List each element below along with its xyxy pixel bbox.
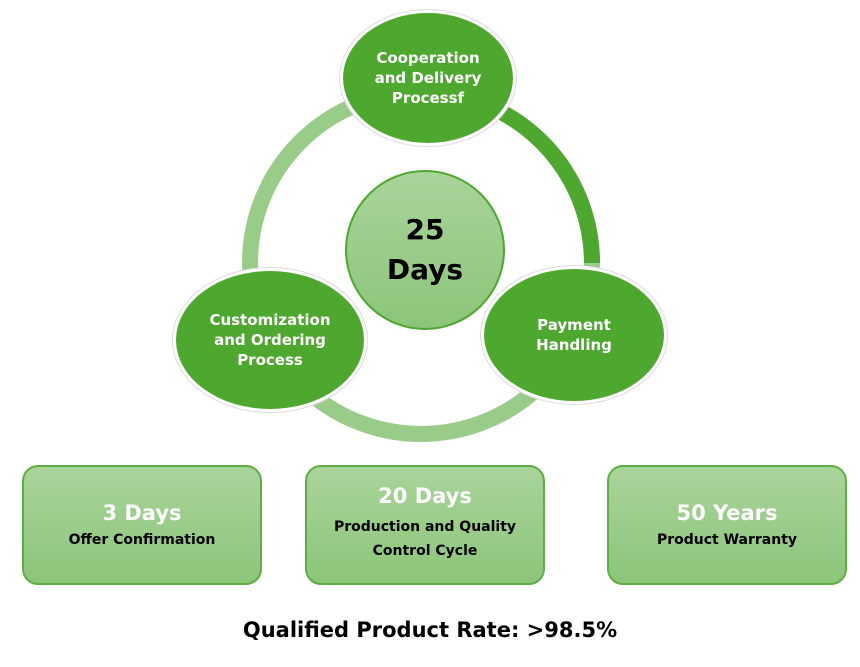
stat-production-cycle: 20 Days Production and Quality Control C… <box>305 465 545 585</box>
node-label: Processf <box>391 89 465 107</box>
total-days-unit: Days <box>386 253 464 286</box>
node-payment-handling: Payment Handling <box>481 266 667 404</box>
node-customization-ordering: Customization and Ordering Process <box>173 268 367 412</box>
stat-product-warranty: 50 Years Product Warranty <box>607 465 847 585</box>
stat-offer-confirmation: 3 Days Offer Confirmation <box>22 465 262 585</box>
qualified-product-rate: Qualified Product Rate: >98.5% <box>242 618 618 642</box>
node-label: Cooperation <box>376 49 480 67</box>
stat-label: Product Warranty <box>656 532 798 548</box>
node-label: Handling <box>536 336 612 354</box>
node-label: Process <box>237 351 303 369</box>
stat-value: 3 Days <box>102 501 182 525</box>
node-label: Customization <box>209 311 331 329</box>
stat-value: 20 Days <box>378 484 472 508</box>
node-label: and Ordering <box>214 331 326 349</box>
ring-dark-arc <box>489 100 600 264</box>
stat-value: 50 Years <box>676 501 778 525</box>
total-days-circle: 25 Days <box>345 170 505 330</box>
node-label: and Delivery <box>374 69 482 87</box>
stat-label: Offer Confirmation <box>68 532 216 548</box>
stat-label: Control Cycle <box>372 543 478 559</box>
total-days-number: 25 <box>405 213 445 246</box>
node-label: Payment <box>537 316 611 334</box>
node-cooperation-delivery: Cooperation and Delivery Processf <box>340 10 516 146</box>
stat-label: Production and Quality <box>333 519 517 535</box>
